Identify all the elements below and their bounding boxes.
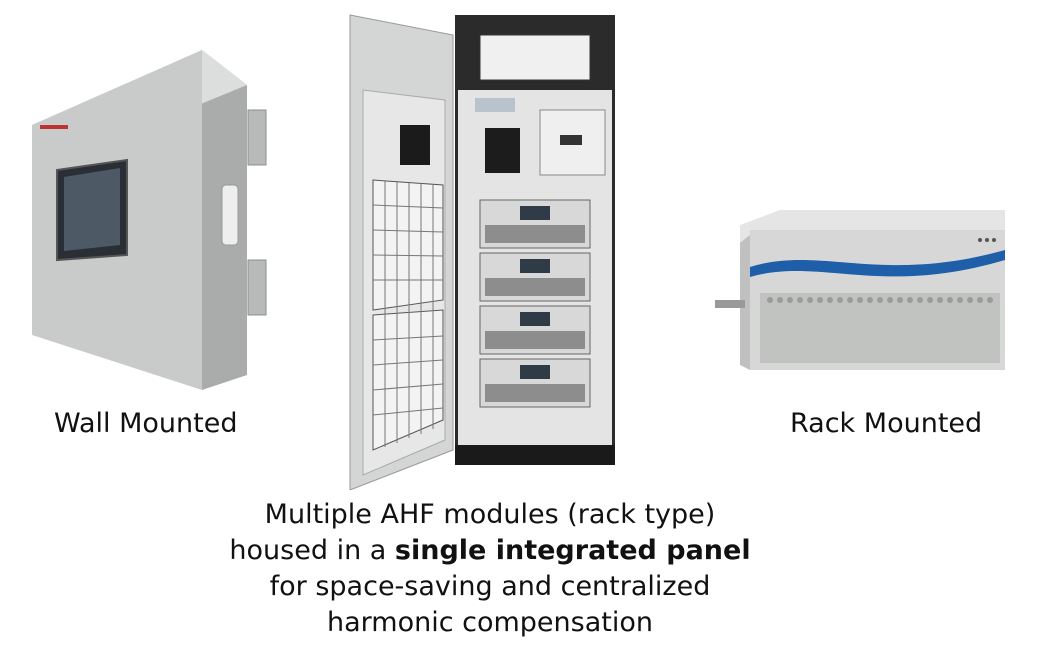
caption-line-2-pre: housed in a <box>229 535 395 566</box>
integrated-panel-product <box>345 10 620 490</box>
rack-mounted-product <box>710 205 1015 375</box>
caption-line-1: Multiple AHF modules (rack type) <box>264 499 716 530</box>
ahf-module-3 <box>479 305 591 355</box>
integrated-panel-cabinet-icon <box>349 14 615 490</box>
rack-mounted-caption: Rack Mounted <box>790 408 983 439</box>
caption-bold-phrase: single integrated panel <box>394 535 751 566</box>
ahf-module-1 <box>479 199 591 249</box>
door-filter-bottom <box>372 309 444 451</box>
caption-line-3: for space-saving and centralized <box>269 571 711 602</box>
wall-mounted-ahf-icon <box>32 50 267 390</box>
ahf-module-4 <box>479 358 591 408</box>
door-filter-top <box>372 179 444 311</box>
wall-mounted-caption: Wall Mounted <box>54 408 238 439</box>
ahf-module-2 <box>479 252 591 302</box>
caption-line-4: harmonic compensation <box>326 607 653 638</box>
wall-mounted-product <box>22 45 272 395</box>
rack-mounted-ahf-icon <box>715 210 1005 370</box>
integrated-panel-caption: Multiple AHF modules (rack type) housed … <box>220 497 760 641</box>
